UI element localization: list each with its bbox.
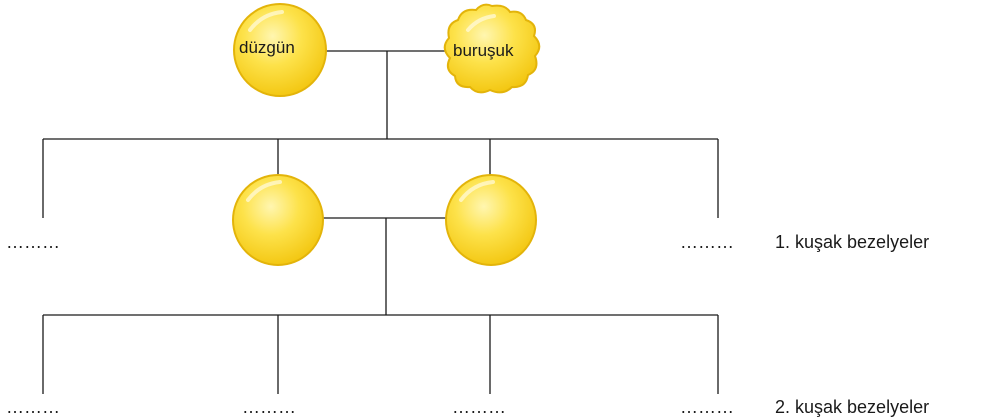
gen1-pea-left (232, 174, 324, 266)
smooth-parent-label: düzgün (239, 38, 295, 57)
wrinkled-parent-pea (443, 3, 541, 94)
smooth-parent-pea (233, 3, 327, 97)
gen2-blank-2: ……… (242, 397, 296, 417)
gen1-label: 1. kuşak bezelyeler (775, 232, 930, 252)
gen1-blank-right: ……… (680, 232, 734, 252)
gen1-blank-left: ……… (6, 232, 60, 252)
gen2-blank-4: ……… (680, 397, 734, 417)
gen1-pea-right (445, 174, 537, 266)
gen2-blank-3: ……… (452, 397, 506, 417)
gen2-label: 2. kuşak bezelyeler (775, 397, 930, 417)
wrinkled-parent-label: buruşuk (453, 41, 514, 60)
gen2-blank-1: ……… (6, 397, 60, 417)
